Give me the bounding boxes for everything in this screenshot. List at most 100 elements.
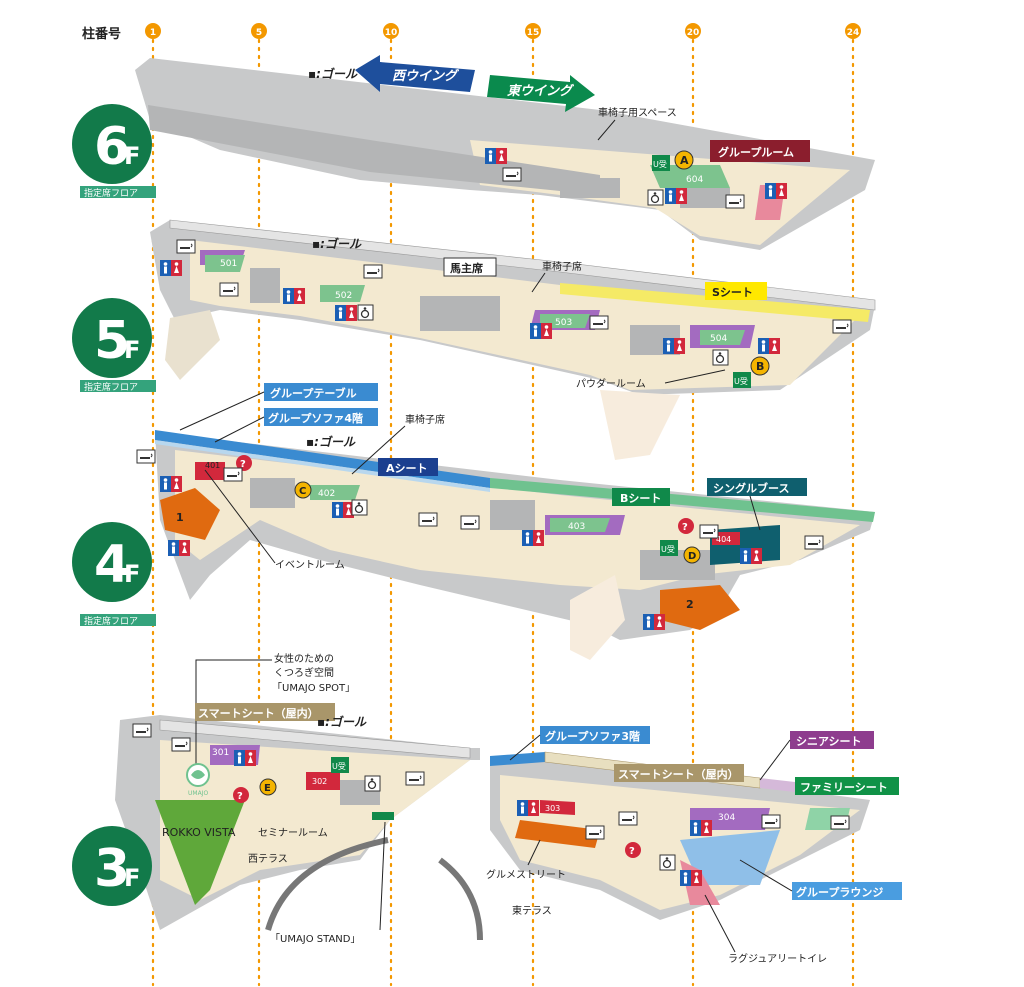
smart-seat-east-label [614,764,744,782]
group-sofa-3f-label [540,726,650,744]
goal-label-4f: ▪:ゴール [306,435,356,449]
room-302: 302 [312,777,327,786]
restroom-icon [758,338,780,354]
svg-text:F: F [124,336,140,364]
smoking-icon [176,239,196,254]
svg-text:3: 3 [94,839,130,899]
smoking-icon [171,737,191,752]
pillar-number: 5 [256,28,262,38]
smoking-icon [589,315,609,330]
marker-e [259,778,277,796]
family-seat-label [795,777,899,795]
accessible-icon [357,304,374,321]
pillar-number-label: 柱番号 [82,26,121,42]
u-reception-6f [652,155,670,171]
single-booth-label [707,478,807,496]
floor-caption: 指定席フロア [84,615,138,627]
info-icon [625,842,641,858]
u-reception-3f [331,757,349,773]
smoking-icon [725,194,745,209]
room-404: 404 [716,535,731,544]
wheelchair-seat-label-4f: 車椅子席 [405,413,445,426]
svg-text:A: A [680,154,689,167]
room-304: 304 [718,813,735,823]
smoking-icon [832,319,852,334]
wheelchair-seat-label-5f: 車椅子席 [542,260,582,273]
women-space-line2: くつろぎ空間 [274,666,334,679]
east-wing-arrow [487,75,595,112]
women-space-line1: 女性のための [274,652,334,665]
east-wing-label: 東ウイング [507,83,575,99]
pillar-number-markers: 1 5 10 15 20 24 [145,23,861,39]
room-401: 401 [205,461,220,470]
restroom-icon [168,540,190,556]
rokko-vista-label: ROKKO VISTA [162,826,236,839]
west-wing-arrow [355,55,475,92]
restroom-icon [517,800,539,816]
marker-a [674,150,694,170]
info-icon [233,787,249,803]
svg-text:C: C [299,486,306,497]
svg-text:グループソファ4階: グループソファ4階 [268,411,363,425]
smoking-icon [460,515,480,530]
svg-text:U受: U受 [661,544,675,554]
pillar-number: 1 [150,28,156,38]
gourmet-street-label: グルメストリート [486,868,566,881]
smoking-icon [132,723,152,738]
pillar-number: 24 [847,28,860,38]
area-2: 2 [686,598,694,611]
goal-label-5f: ▪:ゴール [312,237,362,251]
restroom-icon [740,548,762,564]
smoking-icon [830,815,850,830]
svg-text:E: E [264,783,271,794]
svg-text:馬主席: 馬主席 [450,261,483,275]
svg-text:ファミリーシート: ファミリーシート [800,781,888,794]
room-503: 503 [555,318,572,328]
svg-text:U受: U受 [734,376,748,386]
svg-text:グループソファ3階: グループソファ3階 [545,729,640,743]
group-table-label [264,383,378,401]
svg-text:スマートシート（屋内）: スマートシート（屋内） [618,767,739,781]
restroom-icon [643,614,665,630]
svg-text:F: F [124,142,140,170]
women-space-line3: 「UMAJO SPOT」 [272,682,355,694]
marker-c [294,481,312,499]
a-seat-label [378,458,438,476]
svg-text:Aシート: Aシート [386,462,428,475]
svg-text:グループルーム: グループルーム [718,145,794,159]
owners-seat-label [443,257,497,277]
goal-label-3f: ▪:ゴール [317,715,367,729]
umajo-stand-label: 「UMAJO STAND」 [270,933,361,945]
restroom-icon [663,338,685,354]
room-501: 501 [220,259,237,269]
svg-text:Bシート: Bシート [620,492,661,505]
wing-arrows: ▪:ゴール 西ウイング 東ウイング [308,55,595,112]
floor-badge-6f: 6 F 指定席フロア [72,104,156,199]
smoking-icon [363,264,383,279]
svg-text:Sシート: Sシート [712,286,753,299]
floor-4-plan: 1 2 401 402 403 404 [155,430,875,660]
room-301: 301 [212,748,229,758]
svg-text:F: F [124,864,140,892]
restroom-icon [530,323,552,339]
room-502: 502 [335,291,352,301]
restroom-icon [160,260,182,276]
svg-text:4: 4 [94,535,130,595]
seminar-room-label: セミナールーム [258,827,328,839]
group-sofa-4f-label [264,408,378,426]
svg-text:U受: U受 [653,159,667,169]
svg-text:シニアシート: シニアシート [796,735,862,748]
restroom-icon [765,183,787,199]
room-604: 604 [686,175,703,185]
west-wing-label: 西ウイング [392,68,460,84]
luxury-toilet-label: ラグジュアリートイレ [728,952,827,965]
accessible-icon [712,349,729,366]
smoking-icon [804,535,824,550]
floor-caption: 指定席フロア [84,187,138,199]
accessible-icon [351,499,368,516]
marker-d [683,546,701,564]
smoking-icon [219,282,239,297]
smart-seat-west-label [195,703,335,721]
wheelchair-space-label: 車椅子用スペース [598,106,677,119]
